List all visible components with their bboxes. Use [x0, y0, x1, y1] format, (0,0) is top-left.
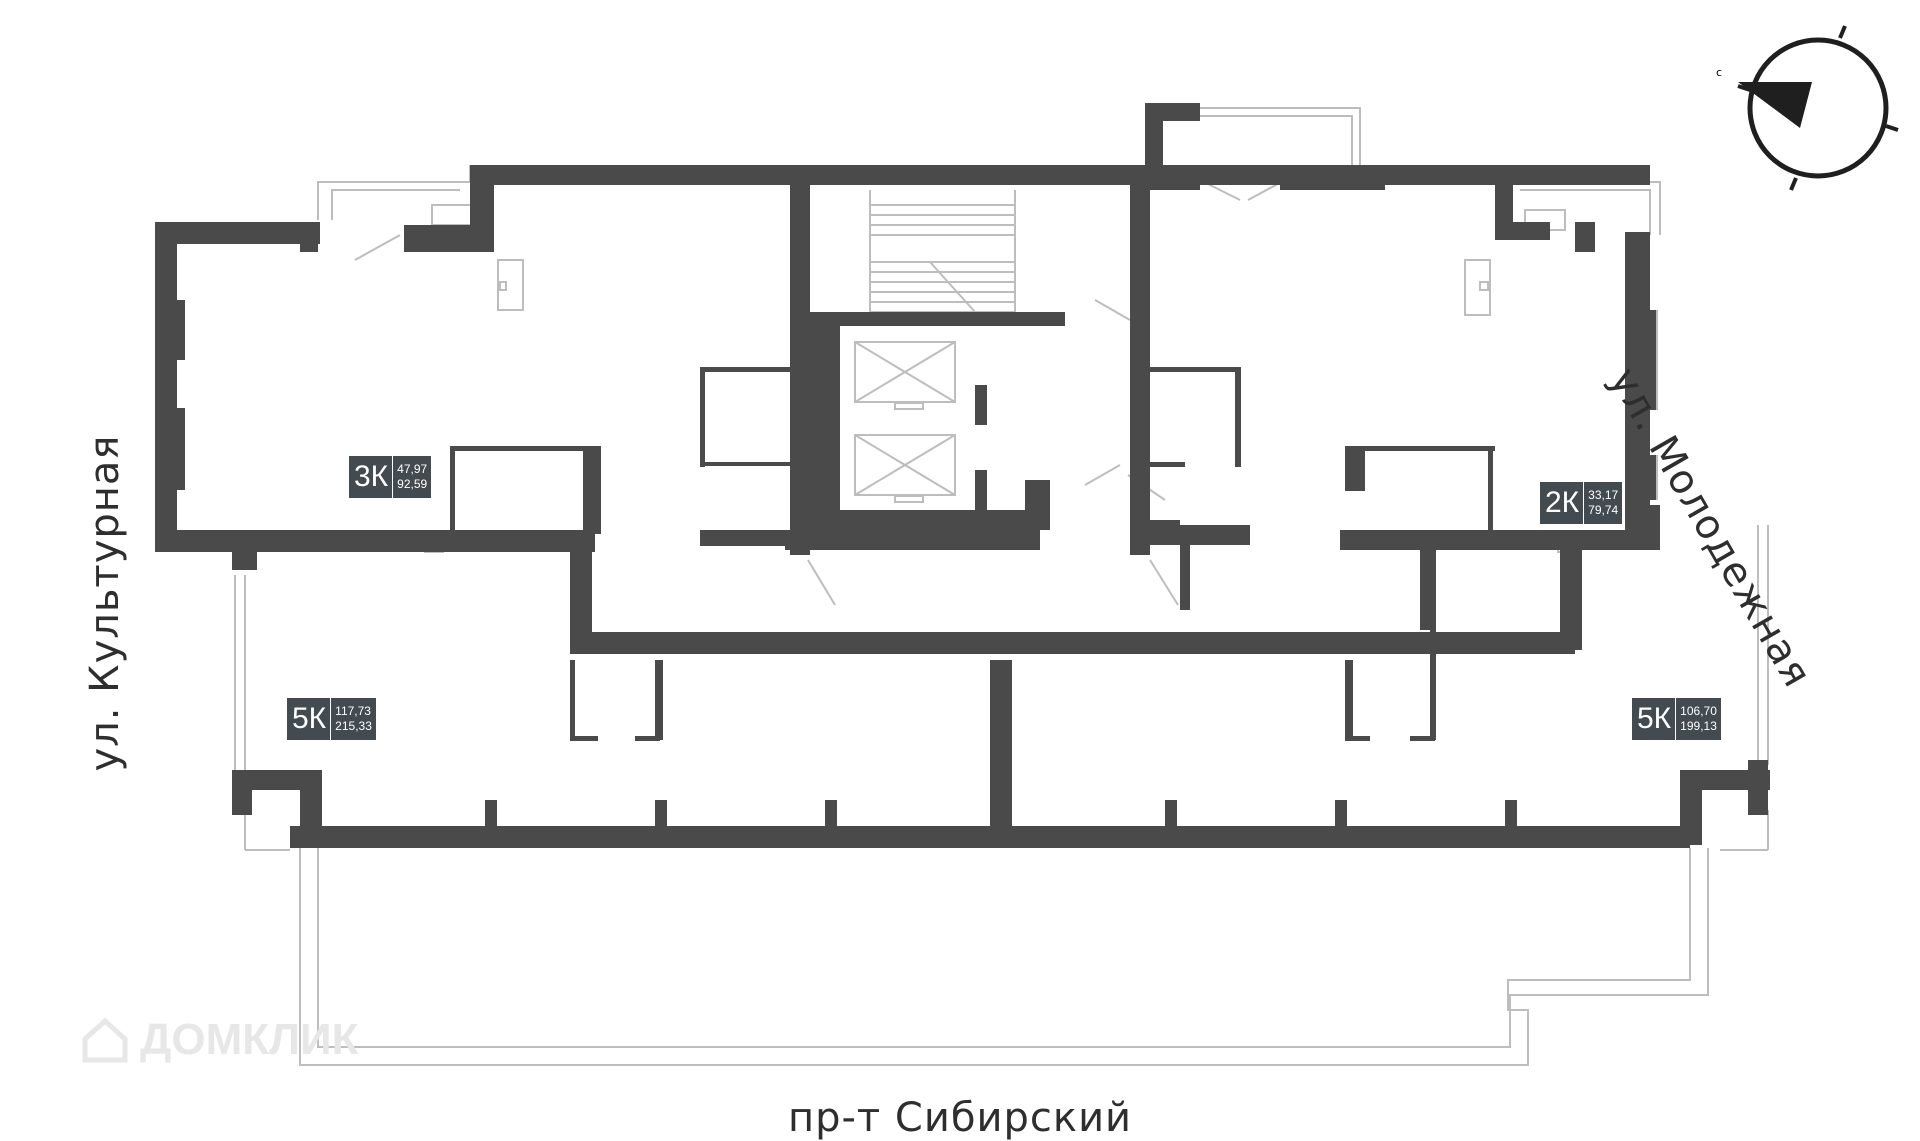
watermark: ДОМКЛИК — [80, 1015, 358, 1065]
apartment-total-area: 199,13 — [1680, 719, 1717, 733]
apartment-rooms: 5К — [287, 698, 332, 740]
compass-needle — [1738, 82, 1812, 128]
compass — [1737, 25, 1899, 191]
apartment-badge-5k-right[interactable]: 5К 106,70 199,13 — [1632, 698, 1721, 740]
apartment-total-area: 92,59 — [397, 477, 428, 491]
apartment-rooms: 5К — [1632, 698, 1677, 740]
apartment-badge-3k[interactable]: 3К 47,97 92,59 — [349, 456, 432, 498]
thin-outlines — [162, 107, 1769, 1066]
apartment-badge-5k-left[interactable]: 5К 117,73 215,33 — [287, 698, 376, 740]
watermark-text: ДОМКЛИК — [140, 1015, 359, 1064]
compass-ring — [1747, 37, 1889, 179]
terrace-outline — [299, 848, 1691, 1066]
apartment-living-area: 106,70 — [1680, 704, 1717, 718]
house-icon — [82, 1017, 128, 1063]
apartment-living-area: 47,97 — [397, 462, 428, 476]
apartment-total-area: 215,33 — [335, 719, 372, 733]
apartment-living-area: 117,73 — [335, 704, 371, 718]
compass-north-label: с — [1716, 66, 1723, 79]
staircase — [869, 190, 1016, 313]
apartment-living-area: 33,17 — [1588, 488, 1619, 502]
balcony-outline-left — [317, 165, 471, 220]
walls — [155, 103, 1770, 848]
apartment-rooms: 2К — [1540, 482, 1585, 524]
apartment-rooms: 3К — [349, 456, 394, 498]
street-label-bottom: пр-т Сибирский — [787, 1095, 1133, 1141]
apartment-total-area: 79,74 — [1588, 503, 1619, 517]
apartment-badge-2k[interactable]: 2К 33,17 79,74 — [1540, 482, 1623, 524]
street-label-left: ул. Культурная — [82, 434, 128, 772]
